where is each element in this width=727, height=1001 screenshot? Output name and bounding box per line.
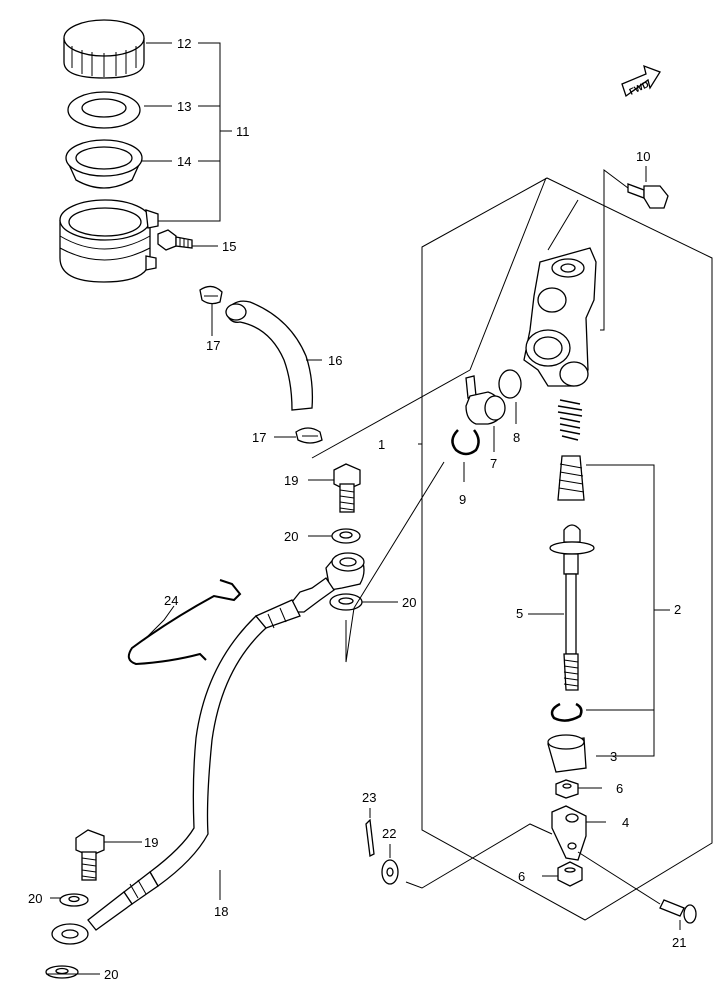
- label-20d: 20: [104, 967, 118, 982]
- diaphragm[interactable]: [65, 139, 143, 189]
- label-8: 8: [513, 430, 520, 445]
- union-bolt-upper[interactable]: [333, 463, 361, 513]
- reservoir-cap[interactable]: [63, 19, 145, 79]
- label-20b: 20: [402, 595, 416, 610]
- label-6b: 6: [518, 869, 525, 884]
- clevis-pin[interactable]: [659, 899, 697, 924]
- diaphragm-plate[interactable]: [67, 91, 141, 129]
- label-17a: 17: [206, 338, 220, 353]
- clevis[interactable]: [551, 805, 587, 861]
- label-6a: 6: [616, 781, 623, 796]
- pin-washer[interactable]: [381, 859, 399, 885]
- reservoir-bolt[interactable]: [157, 229, 193, 251]
- label-19a: 19: [284, 473, 298, 488]
- label-7: 7: [490, 456, 497, 471]
- label-24: 24: [164, 593, 178, 608]
- label-3: 3: [610, 749, 617, 764]
- lock-nut-lower[interactable]: [557, 861, 583, 887]
- label-2: 2: [674, 602, 681, 617]
- rod-boot[interactable]: [547, 734, 587, 773]
- label-21: 21: [672, 935, 686, 950]
- push-rod[interactable]: [549, 524, 595, 691]
- sealing-washer-b[interactable]: [329, 593, 363, 611]
- label-23: 23: [362, 790, 376, 805]
- hose-clamp-upper[interactable]: [199, 285, 223, 305]
- label-20a: 20: [284, 529, 298, 544]
- reservoir-body[interactable]: [59, 199, 159, 283]
- label-17b: 17: [252, 430, 266, 445]
- circlip-upper[interactable]: [451, 429, 480, 456]
- hose-connector[interactable]: [465, 375, 506, 425]
- return-spring[interactable]: [557, 399, 583, 441]
- label-1: 1: [378, 437, 385, 452]
- cotter-pin[interactable]: [365, 818, 375, 857]
- banjo-fitting-upper[interactable]: [291, 552, 365, 613]
- label-12: 12: [177, 36, 191, 51]
- sealing-washer-a[interactable]: [331, 528, 361, 544]
- label-4: 4: [622, 815, 629, 830]
- label-9: 9: [459, 492, 466, 507]
- label-22: 22: [382, 826, 396, 841]
- label-10: 10: [636, 149, 650, 164]
- circlip-lower[interactable]: [550, 702, 583, 722]
- label-16: 16: [328, 353, 342, 368]
- union-bolt-lower[interactable]: [75, 829, 105, 881]
- label-19b: 19: [144, 835, 158, 850]
- leader-lines: [46, 42, 681, 975]
- label-20c: 20: [28, 891, 42, 906]
- label-14: 14: [177, 154, 191, 169]
- banjo-fitting-lower[interactable]: [51, 891, 133, 945]
- o-ring[interactable]: [498, 369, 522, 399]
- label-18: 18: [214, 904, 228, 919]
- callout-labels: 1 2 3 4 5 6 6 7 8 9 10 11 12 13 14 15 16…: [28, 36, 686, 982]
- label-5: 5: [516, 606, 523, 621]
- reservoir-hose[interactable]: [225, 300, 314, 411]
- hose-clip[interactable]: [127, 579, 242, 666]
- sealing-washer-d[interactable]: [45, 965, 79, 979]
- mounting-bolt[interactable]: [627, 183, 669, 209]
- label-11: 11: [236, 124, 250, 139]
- forward-arrow-icon: FWD: [621, 64, 661, 98]
- hose-clamp-lower[interactable]: [295, 427, 323, 444]
- brake-hose[interactable]: [123, 599, 301, 905]
- label-13: 13: [177, 99, 191, 114]
- spring-set[interactable]: [557, 455, 585, 501]
- sealing-washer-c[interactable]: [59, 893, 89, 907]
- assembly-frame: [421, 177, 713, 921]
- master-cylinder-body[interactable]: [523, 247, 597, 387]
- label-15: 15: [222, 239, 236, 254]
- lock-nut-upper[interactable]: [555, 779, 579, 799]
